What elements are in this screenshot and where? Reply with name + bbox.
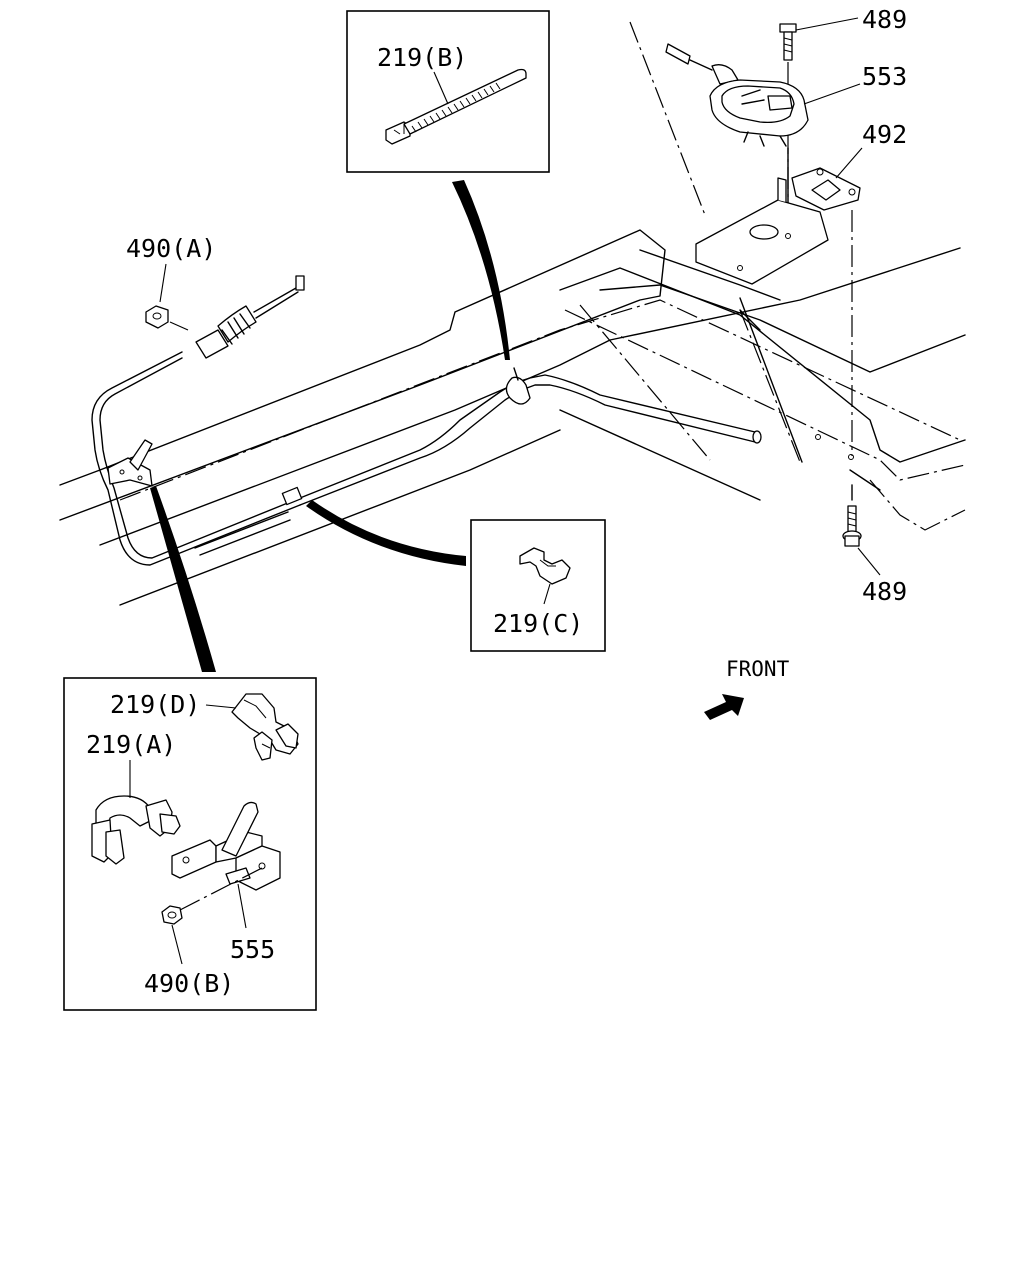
inset-219b: 219(B) [346,10,550,173]
bracket-492 [695,167,861,456]
front-arrow-icon [704,694,744,720]
label-219b: 219(B) [377,43,467,72]
label-492: 492 [862,120,907,149]
bolt-489-bottom [842,484,862,547]
front-indicator: FRONT [704,657,790,720]
label-553: 553 [862,62,907,91]
leader-lines [159,17,881,576]
callout-pointer-219b [452,180,510,360]
label-490b: 490(B) [144,969,234,998]
label-490a: 490(A) [126,234,216,263]
inset-219c: 219(C) [470,519,606,652]
callout-pointer-219c [306,500,466,566]
bracket-555: 555 [171,801,281,964]
label-219d: 219(D) [110,690,200,719]
clip-219d: 219(D) [110,690,299,761]
inset-bracket-clips: 219(D) 219(A) 555 [63,677,317,1011]
label-555: 555 [230,935,275,964]
label-front: FRONT [726,657,790,681]
clip-219a: 219(A) [86,730,181,865]
vehicle-floor-frame [59,21,966,606]
label-489-bottom: 489 [862,577,907,606]
shift-lever-553 [665,43,809,237]
nut-490a [145,305,169,329]
cable-bracket-left [107,439,153,487]
label-219a: 219(A) [86,730,176,759]
callout-pointer-219a [150,486,216,672]
label-219c: 219(C) [493,609,583,638]
label-489-top: 489 [862,5,907,34]
nut-490b: 490(B) [144,905,234,998]
shift-cable [91,275,762,566]
